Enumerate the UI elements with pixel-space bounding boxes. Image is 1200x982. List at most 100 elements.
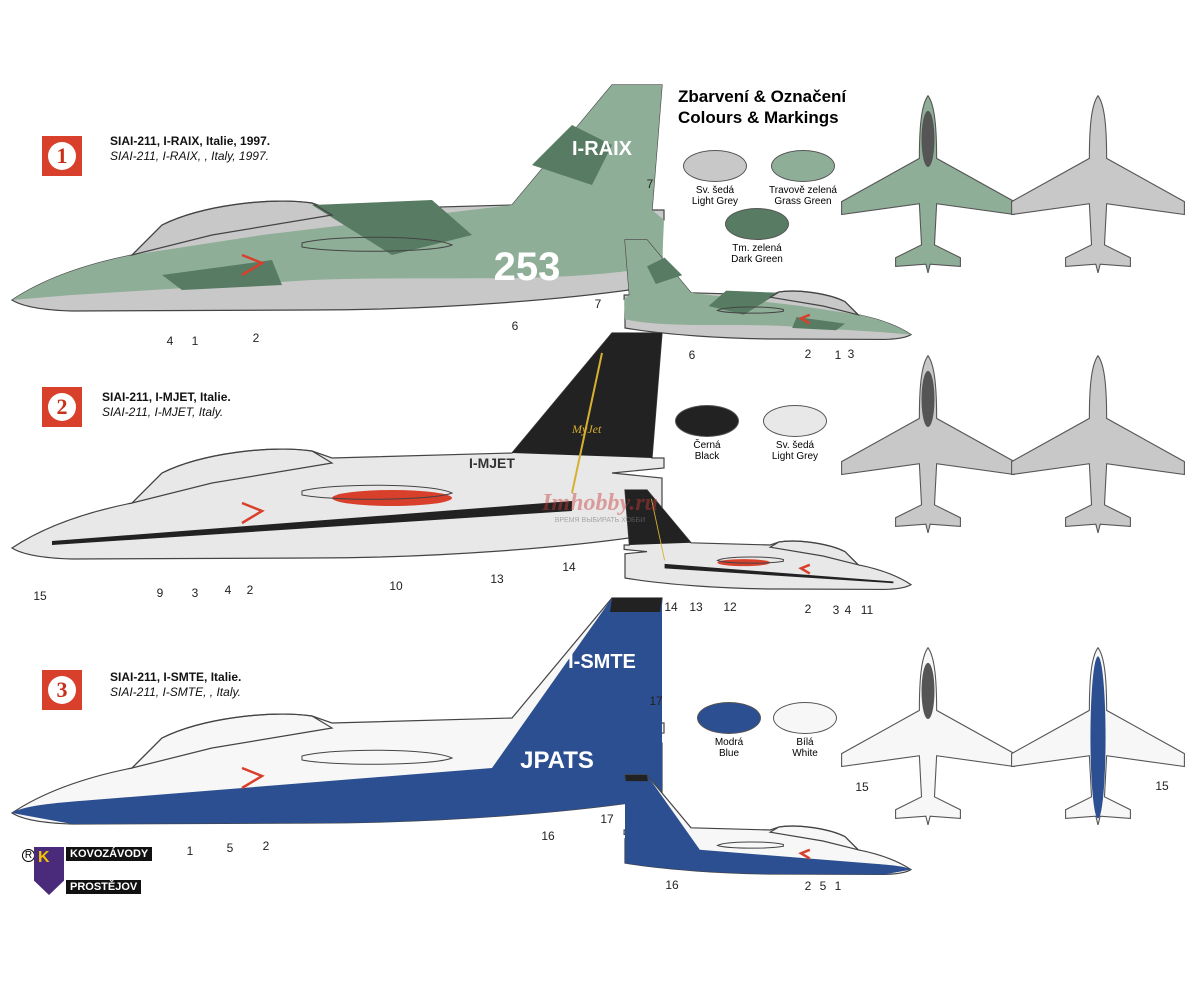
bottom-view-2	[1011, 354, 1185, 534]
caption-en: SIAI-211, I-RAIX, , Italy, 1997.	[110, 149, 269, 163]
red-chevron	[241, 766, 265, 790]
callout-number: 16	[665, 878, 679, 892]
swatch-ellipse	[697, 702, 761, 734]
callout-number: 2	[247, 583, 254, 597]
side-profile-scheme-1	[623, 239, 913, 341]
planform	[841, 94, 1015, 274]
side-profile-scheme-2	[623, 489, 913, 591]
swatch-label-cz: Tm. zelená	[732, 243, 782, 254]
red-chevron	[241, 501, 265, 525]
callout-number: 2	[253, 331, 260, 345]
callout-number: 1	[835, 879, 842, 893]
canopy-top	[921, 370, 935, 428]
top-view-3	[841, 646, 1015, 826]
swatch-label-cz: Černá	[693, 440, 721, 451]
wing-tank	[716, 306, 784, 314]
scheme-2-badge: 2	[42, 387, 82, 427]
caption-cz: SIAI-211, I-SMTE, Italie.	[110, 670, 242, 684]
callout-number: 14	[562, 560, 576, 574]
swatch-ellipse	[771, 150, 835, 182]
swatch-ellipse	[763, 405, 827, 437]
camouflage-green	[624, 240, 911, 335]
top-view-1	[841, 94, 1015, 274]
camouflage-dark-green	[162, 125, 612, 290]
scheme-2-caption: SIAI-211, I-MJET, Italie.SIAI-211, I-MJE…	[102, 390, 231, 420]
camouflage-green	[12, 85, 664, 300]
red-chevron	[798, 313, 811, 325]
canopy	[768, 290, 861, 316]
callout-number: 7	[647, 177, 654, 191]
planform	[1011, 354, 1185, 534]
callout-number: 2	[805, 602, 812, 616]
wing-tank	[301, 484, 454, 500]
fin-tip	[625, 775, 648, 782]
callout-number: 1	[835, 348, 842, 362]
red-chevron	[241, 253, 265, 277]
tail-fin-black	[512, 333, 662, 458]
planform	[1011, 94, 1185, 274]
callout-number: 2	[805, 879, 812, 893]
fin-stripe	[650, 498, 666, 561]
callout-number: 15	[1155, 779, 1169, 793]
callout-number: 4	[845, 603, 852, 617]
fuselage	[10, 332, 665, 560]
callout-number: 3	[833, 603, 840, 617]
canopy-top	[921, 662, 935, 720]
fin-logo-text: MyJet	[571, 422, 602, 436]
logo-mark: K	[38, 849, 50, 866]
swatch-label-en: White	[792, 748, 818, 759]
watermark-tagline: ВРЕМЯ ВЫБИРАТЬ ХОББИ	[555, 517, 646, 524]
callout-number: 3	[192, 586, 199, 600]
watermark-site: Imhobby.ru	[541, 490, 658, 516]
scheme-3-badge: 3	[42, 670, 82, 710]
scheme-3-caption: SIAI-211, I-SMTE, Italie.SIAI-211, I-SMT…	[110, 670, 241, 700]
caption-en: SIAI-211, I-SMTE, , Italy.	[110, 685, 241, 699]
canopy-top	[921, 110, 935, 168]
callout-number: 1	[187, 844, 194, 858]
wing-tank	[301, 236, 454, 252]
callout-number: 5	[820, 879, 827, 893]
scheme-number: 2	[48, 393, 76, 421]
canopy	[130, 713, 334, 770]
canopy	[768, 540, 861, 566]
canopy	[130, 448, 334, 505]
swatch-label-en: Light Grey	[771, 451, 819, 462]
planform	[841, 354, 1015, 534]
callout-number: 10	[389, 579, 403, 593]
fin-tip	[610, 598, 662, 612]
blue-undersurface	[625, 775, 911, 875]
callout-number: 7	[595, 297, 602, 311]
callout-number: 16	[541, 829, 555, 843]
fuselage-color	[1090, 656, 1106, 819]
planform	[841, 646, 1015, 826]
swatch-label-cz: Travově zelená	[769, 185, 837, 196]
swatch-ellipse	[773, 702, 837, 734]
logo-line2: PROSTĚJOV	[66, 880, 142, 894]
callout-number: 17	[649, 694, 663, 708]
callout-number: 1	[192, 334, 199, 348]
callout-number: 4	[167, 334, 174, 348]
red-chevron	[798, 563, 811, 575]
callout-number: 13	[490, 572, 504, 586]
caption-cz: SIAI-211, I-MJET, Italie.	[102, 390, 231, 404]
fin-stripe	[571, 352, 603, 494]
swatch-label-en: Black	[694, 451, 720, 462]
swatch-label-cz: Modrá	[714, 737, 744, 748]
callout-number: 5	[227, 841, 234, 855]
scheme-number: 1	[48, 142, 76, 170]
callout-number: 11	[861, 603, 874, 617]
swatch-label-cz: Sv. šedá	[695, 185, 735, 196]
callout-number: 12	[723, 600, 737, 614]
registration-text: I-MJET	[469, 455, 515, 471]
logo-line1: KOVOZÁVODY	[66, 847, 153, 861]
callout-number: 2	[263, 839, 270, 853]
